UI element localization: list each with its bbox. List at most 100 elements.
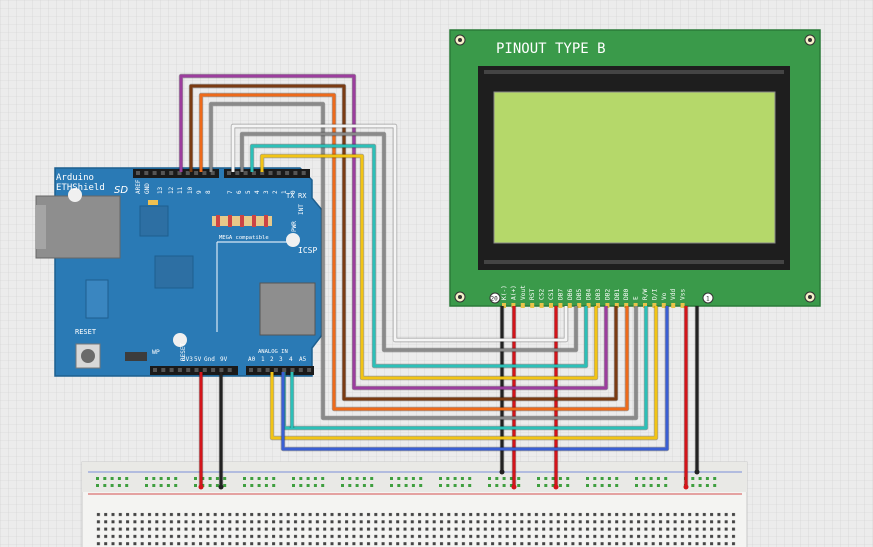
lcd-pin-pad — [605, 303, 610, 308]
power-pin-label: Gnd — [204, 356, 215, 363]
lcd-pin-label: E — [633, 296, 640, 300]
sd-slot — [85, 279, 109, 319]
lcd-pin-label: DB4 — [586, 289, 593, 300]
lcd-pin-pad — [577, 303, 582, 308]
blue-wire[interactable] — [281, 306, 669, 451]
wire-end — [683, 484, 689, 490]
lcd-pin-label: CS2 — [539, 289, 546, 300]
digital-pin-label: 0 — [290, 190, 297, 194]
power-pin-label: 9V — [220, 356, 228, 363]
lcd-pin-label: A(+) — [510, 285, 517, 300]
mega-label: MEGA compatible — [219, 235, 269, 241]
lcd-pin-label: DB6 — [567, 289, 574, 300]
digital-pin-label: 1 — [281, 190, 288, 194]
lcd-pin-pad — [680, 303, 685, 308]
lcd-pin-pad — [558, 303, 563, 308]
lcd-pin-label: DB7 — [557, 289, 564, 300]
white-wire[interactable] — [231, 124, 568, 342]
wp-label: WP — [152, 348, 160, 356]
wire-end — [218, 484, 224, 490]
lcd-pin-pad — [586, 303, 591, 308]
arduino-name-line1: Arduino — [56, 173, 94, 183]
lcd-pin-pad — [596, 303, 600, 308]
reset-label: RESET — [75, 328, 97, 336]
wire-end — [511, 484, 517, 490]
digital-pin-label: 4 — [254, 190, 261, 194]
power-rail-holes — [96, 477, 717, 487]
lcd-pin-pad — [671, 303, 676, 308]
analog-header — [246, 366, 314, 375]
lcd-pin-pad — [633, 303, 638, 308]
yellow-wire[interactable] — [270, 306, 658, 440]
lcd-pin-pad — [567, 303, 572, 308]
main-chip — [154, 255, 194, 289]
pwr-label: PWR — [291, 221, 298, 232]
digital-pin-label: 7 — [227, 190, 234, 194]
int-label: INT — [298, 204, 305, 215]
digital-header-right — [224, 169, 310, 178]
cyan-wire[interactable] — [250, 144, 588, 368]
analog-pin-label: A0 — [248, 356, 256, 363]
rx-label: RX — [298, 192, 307, 200]
digital-pin-label: 11 — [177, 186, 184, 194]
gray-wire[interactable] — [209, 102, 638, 420]
lcd-pin-label: Vdd — [670, 289, 677, 300]
lcd-pin-pad — [549, 303, 553, 308]
digital-pin-label: 8 — [205, 190, 212, 194]
orange-wire[interactable] — [199, 93, 629, 411]
lcd-pin-label: Vout — [520, 285, 527, 300]
analog-label: ANALOG IN — [258, 349, 288, 355]
lcd-pin-label: Vo — [661, 292, 668, 300]
analog-pin-label: 1 — [261, 356, 265, 363]
tx-label: TX — [286, 192, 295, 200]
ethernet-jack — [35, 195, 121, 259]
resistor-bank — [212, 215, 272, 227]
lcd-pin-label: RST — [529, 289, 536, 300]
lcd-pin-pad — [502, 303, 506, 308]
wire-end — [198, 484, 204, 490]
lcd-screen — [493, 91, 776, 244]
mounting-holes — [454, 34, 816, 303]
power-pin-label: 5V — [194, 356, 202, 363]
lcd-pin-pad — [652, 303, 657, 308]
pin-first-label: 20 — [491, 296, 499, 303]
lcd-pin-pad — [530, 303, 535, 308]
lcd-pin-label: DB3 — [595, 289, 602, 300]
reset-header-label: RESET — [180, 343, 187, 361]
lcd-pin-pad — [661, 303, 666, 308]
gray-wire[interactable] — [240, 132, 578, 352]
power-pin-label: 3V3 — [182, 356, 193, 363]
lcd-pin-pad — [614, 303, 619, 308]
sd-label: SD — [114, 185, 128, 196]
purple-wire[interactable] — [179, 74, 608, 390]
icsp-header — [68, 188, 300, 347]
wires — [178, 73, 700, 490]
yellow-wire[interactable] — [260, 154, 598, 380]
icsp-label: ICSP — [298, 246, 317, 255]
lcd-pin-label: DB2 — [604, 289, 611, 300]
lcd-pin-label: K(-) — [501, 285, 508, 300]
analog-pin-label: 2 — [270, 356, 274, 363]
breadboard — [81, 461, 748, 547]
digital-pin-label: 9 — [196, 190, 203, 194]
digital-pin-label: 2 — [272, 190, 279, 194]
analog-pin-label: 4 — [289, 356, 293, 363]
lcd-pin-pad — [511, 303, 516, 308]
lcd-title: PINOUT TYPE B — [496, 41, 606, 57]
wire-end — [694, 469, 700, 475]
pin-last-label: 1 — [706, 296, 710, 303]
digital-pin-label: 13 — [157, 186, 164, 194]
lcd-pin-label: CS1 — [548, 289, 555, 300]
arduino-name-line2: ETHShield — [56, 183, 105, 193]
brown-wire[interactable] — [189, 84, 618, 401]
digital-pin-label: 12 — [168, 186, 175, 194]
wire-end — [553, 484, 559, 490]
power-header — [150, 366, 238, 375]
lcd-pin-pad — [539, 303, 544, 308]
lcd-pin-label: R/W — [642, 289, 649, 300]
lcd-pin-label: Vss — [680, 289, 687, 300]
lcd-pin-label: DB5 — [576, 289, 583, 300]
lcd-pin-pad — [624, 303, 629, 308]
